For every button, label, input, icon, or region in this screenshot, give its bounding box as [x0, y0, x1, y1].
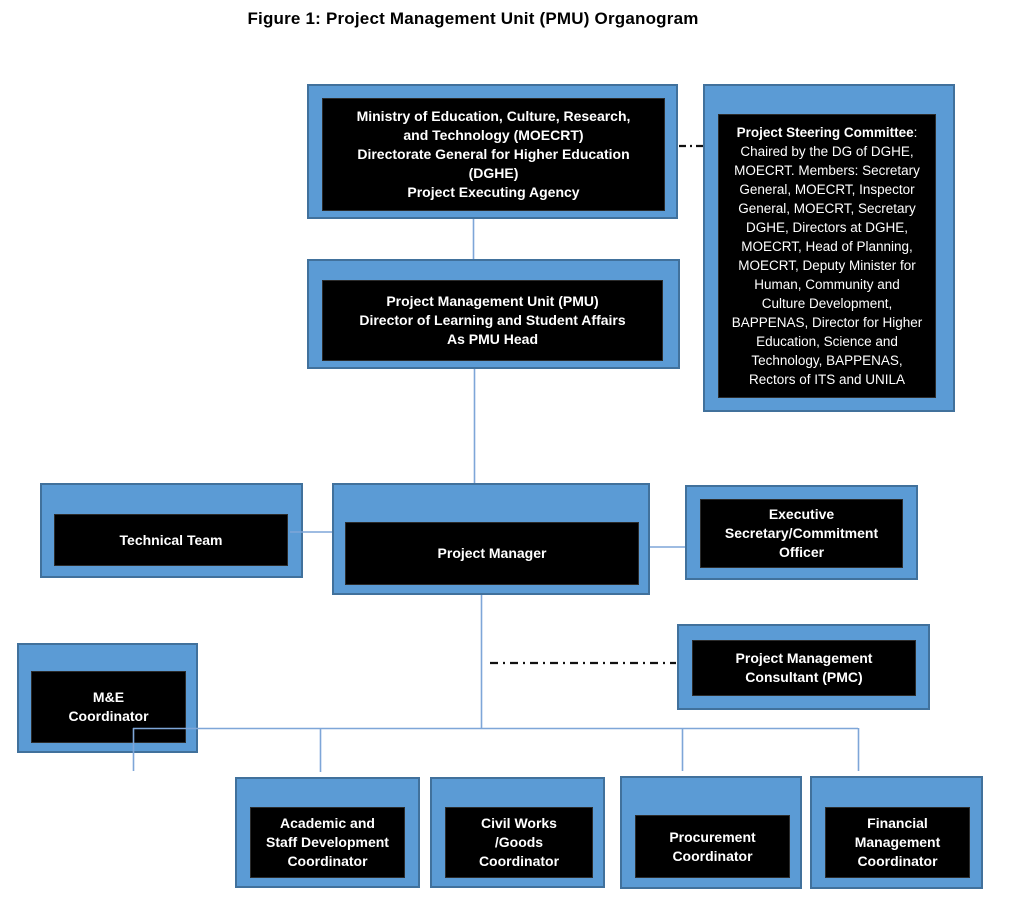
node-steering-committee-label: Project Steering Committee: Chaired by t…	[731, 123, 924, 389]
figure-title: Figure 1: Project Management Unit (PMU) …	[247, 9, 699, 28]
node-project-manager: Project Manager	[332, 483, 650, 595]
node-civil-works-coordinator-box: Civil Works /Goods Coordinator	[445, 807, 593, 878]
node-procurement-coordinator: Procurement Coordinator	[620, 776, 802, 889]
node-moecrt-box: Ministry of Education, Culture, Research…	[322, 98, 665, 211]
node-project-manager-box: Project Manager	[345, 522, 639, 585]
steering-committee-title: Project Steering Committee	[736, 125, 914, 140]
node-technical-team-box: Technical Team	[54, 514, 288, 566]
node-steering-committee-box: Project Steering Committee: Chaired by t…	[718, 114, 936, 398]
node-academic-coordinator-box: Academic and Staff Development Coordinat…	[250, 807, 405, 878]
node-technical-team: Technical Team	[40, 483, 303, 578]
node-procurement-coordinator-label: Procurement Coordinator	[669, 828, 756, 864]
node-pmc-box: Project Management Consultant (PMC)	[692, 640, 916, 696]
node-technical-team-label: Technical Team	[119, 531, 223, 548]
node-steering-committee: Project Steering Committee: Chaired by t…	[703, 84, 955, 412]
node-executive-secretary-box: Executive Secretary/Commitment Officer	[700, 499, 903, 568]
node-financial-coordinator-label: Financial Management Coordinator	[854, 815, 941, 869]
steering-committee-body: : Chaired by the DG of DGHE, MOECRT. Mem…	[731, 125, 923, 387]
node-financial-coordinator-box: Financial Management Coordinator	[825, 807, 970, 878]
node-pmu: Project Management Unit (PMU) Director o…	[307, 259, 680, 369]
node-executive-secretary-label: Executive Secretary/Commitment Officer	[724, 506, 879, 560]
node-civil-works-coordinator-label: Civil Works /Goods Coordinator	[478, 815, 560, 869]
node-procurement-coordinator-box: Procurement Coordinator	[635, 815, 790, 878]
node-moecrt: Ministry of Education, Culture, Research…	[307, 84, 678, 219]
node-executive-secretary: Executive Secretary/Commitment Officer	[685, 485, 918, 580]
node-me-coordinator-box: M&E Coordinator	[31, 671, 186, 743]
node-academic-coordinator-label: Academic and Staff Development Coordinat…	[266, 815, 389, 869]
node-pmu-label: Project Management Unit (PMU) Director o…	[359, 293, 626, 347]
node-pmu-box: Project Management Unit (PMU) Director o…	[322, 280, 663, 361]
node-civil-works-coordinator: Civil Works /Goods Coordinator	[430, 777, 605, 888]
node-academic-coordinator: Academic and Staff Development Coordinat…	[235, 777, 420, 888]
node-me-coordinator-label: M&E Coordinator	[68, 689, 149, 724]
node-me-coordinator: M&E Coordinator	[17, 643, 198, 753]
node-financial-coordinator: Financial Management Coordinator	[810, 776, 983, 889]
node-pmc-label: Project Management Consultant (PMC)	[735, 650, 873, 685]
node-pmc: Project Management Consultant (PMC)	[677, 624, 930, 710]
node-moecrt-label: Ministry of Education, Culture, Research…	[356, 108, 631, 200]
node-project-manager-label: Project Manager	[437, 545, 547, 561]
